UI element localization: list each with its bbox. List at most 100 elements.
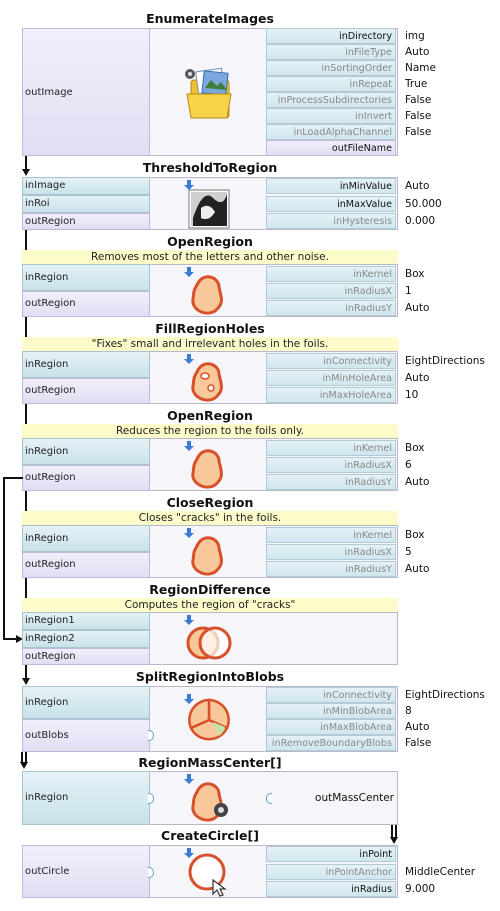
param-label[interactable]: inMaxValue xyxy=(266,196,396,212)
close-region-icon xyxy=(184,528,223,576)
param-label[interactable]: inKernel xyxy=(266,527,396,543)
output-port-label[interactable]: outBlobs xyxy=(22,719,150,752)
input-port-label[interactable]: inRoi xyxy=(22,195,150,213)
param-label[interactable]: inRadiusY xyxy=(266,300,396,316)
param-label[interactable]: inMaxHoleArea xyxy=(266,387,396,403)
param-label[interactable]: inRepeat xyxy=(266,76,396,92)
param-value[interactable]: 0.000 xyxy=(405,215,436,227)
param-value[interactable]: 1 xyxy=(405,285,412,297)
param-label[interactable]: inSortingOrder xyxy=(266,60,396,76)
param-label[interactable]: inRadius xyxy=(266,881,396,897)
output-port-label[interactable]: outRegion xyxy=(22,291,150,317)
param-label[interactable]: inKernel xyxy=(266,266,396,282)
param-label[interactable]: inRadiusX xyxy=(266,457,396,473)
param-label[interactable]: inHysteresis xyxy=(266,213,396,229)
param-value[interactable]: Auto xyxy=(405,302,430,314)
param-value[interactable]: True xyxy=(405,78,428,90)
mass-center-icon xyxy=(184,774,228,822)
param-label[interactable]: inRemoveBoundaryBlobs xyxy=(266,735,396,751)
param-label[interactable]: inDirectory xyxy=(266,28,396,44)
param-value[interactable]: EightDirections xyxy=(405,355,485,367)
node-title: FillRegionHoles xyxy=(155,321,265,336)
param-label[interactable]: inPointAnchor xyxy=(266,864,396,880)
param-value[interactable]: Auto xyxy=(405,180,430,192)
input-port-label[interactable]: inRegion xyxy=(22,771,150,825)
param-label[interactable]: inKernel xyxy=(266,440,396,456)
input-port-label[interactable]: inRegion2 xyxy=(22,630,150,648)
output-port-connector[interactable] xyxy=(266,793,272,804)
param-label[interactable]: inProcessSubdirectories xyxy=(266,92,396,108)
param-value[interactable]: 50.000 xyxy=(405,198,442,210)
output-port-connector[interactable] xyxy=(148,867,154,878)
param-value[interactable]: Box xyxy=(405,529,425,541)
input-port-label[interactable]: inRegion xyxy=(22,351,150,378)
param-output-label[interactable]: outMassCenter xyxy=(315,792,394,804)
param-value[interactable]: 10 xyxy=(405,389,419,401)
param-value[interactable]: False xyxy=(405,110,432,122)
output-port-label[interactable]: outImage xyxy=(22,28,150,156)
param-label[interactable]: inLoadAlphaChannel xyxy=(266,124,396,140)
param-output-label[interactable]: outFileName xyxy=(266,140,396,156)
param-value[interactable]: EightDirections xyxy=(405,689,485,701)
node-title: SplitRegionIntoBlobs xyxy=(135,669,285,684)
connection-line xyxy=(25,491,27,516)
input-port-connector[interactable] xyxy=(148,793,154,804)
param-label[interactable]: inRadiusY xyxy=(266,561,396,577)
connection-line xyxy=(25,665,27,678)
connection-line xyxy=(21,752,23,762)
input-port-label[interactable]: inRegion1 xyxy=(22,612,150,630)
arrow-icon xyxy=(20,762,28,769)
output-port-label[interactable]: outRegion xyxy=(22,213,150,230)
param-value[interactable]: 9.000 xyxy=(405,883,436,895)
output-port-label[interactable]: outRegion xyxy=(22,552,150,578)
param-label[interactable]: inFileType xyxy=(266,44,396,60)
param-label[interactable]: inRadiusX xyxy=(266,283,396,299)
connection-line xyxy=(391,825,393,837)
param-value[interactable]: MiddleCenter xyxy=(405,866,476,878)
output-port-connector[interactable] xyxy=(148,730,154,741)
param-value[interactable]: False xyxy=(405,126,432,138)
param-label[interactable]: inMinBlobArea xyxy=(266,703,396,719)
param-value[interactable]: 5 xyxy=(405,546,412,558)
param-value[interactable]: Auto xyxy=(405,46,430,58)
node-comment: Reduces the region to the foils only. xyxy=(22,424,398,438)
threshold-icon xyxy=(184,180,230,229)
param-label[interactable]: inInvert xyxy=(266,108,396,124)
param-value[interactable]: Auto xyxy=(405,476,430,488)
output-port-label[interactable]: outCircle xyxy=(22,845,150,898)
param-value[interactable]: Box xyxy=(405,268,425,280)
param-label[interactable]: inConnectivity xyxy=(266,353,396,369)
input-port-label[interactable]: inImage xyxy=(22,177,150,195)
node-title: RegionMassCenter[] xyxy=(138,755,282,770)
connection-line xyxy=(3,477,5,639)
param-value[interactable]: Box xyxy=(405,442,425,454)
param-value[interactable]: Auto xyxy=(405,372,430,384)
output-port-label[interactable]: outRegion xyxy=(22,648,150,665)
arrow-icon xyxy=(22,169,30,176)
param-value[interactable]: Auto xyxy=(405,721,430,733)
node-comment: Closes "cracks" in the foils. xyxy=(22,511,398,525)
input-port-label[interactable]: inRegion xyxy=(22,686,150,719)
param-label[interactable]: inConnectivity xyxy=(266,687,396,703)
param-value[interactable]: 6 xyxy=(405,459,412,471)
connection-line xyxy=(25,317,27,342)
param-value[interactable]: img xyxy=(405,30,425,42)
param-value[interactable]: 8 xyxy=(405,705,412,717)
param-value[interactable]: False xyxy=(405,94,432,106)
param-label[interactable]: inRadiusY xyxy=(266,474,396,490)
param-label[interactable]: inRadiusX xyxy=(266,544,396,560)
connection-line xyxy=(395,825,397,837)
param-label[interactable]: inMinValue xyxy=(266,178,396,194)
input-port-label[interactable]: inRegion xyxy=(22,438,150,465)
param-value[interactable]: Auto xyxy=(405,563,430,575)
output-port-label[interactable]: outRegion xyxy=(22,465,150,491)
output-port-label[interactable]: outRegion xyxy=(22,378,150,404)
param-label[interactable]: inMaxBlobArea xyxy=(266,719,396,735)
param-value[interactable]: Name xyxy=(405,62,436,74)
param-label[interactable]: inMinHoleArea xyxy=(266,370,396,386)
param-value[interactable]: False xyxy=(405,737,432,749)
input-port-label[interactable]: inRegion xyxy=(22,525,150,552)
input-port-label[interactable]: inRegion xyxy=(22,264,150,291)
node-title: EnumerateImages xyxy=(146,11,274,26)
param-label[interactable]: inPoint xyxy=(266,846,396,862)
